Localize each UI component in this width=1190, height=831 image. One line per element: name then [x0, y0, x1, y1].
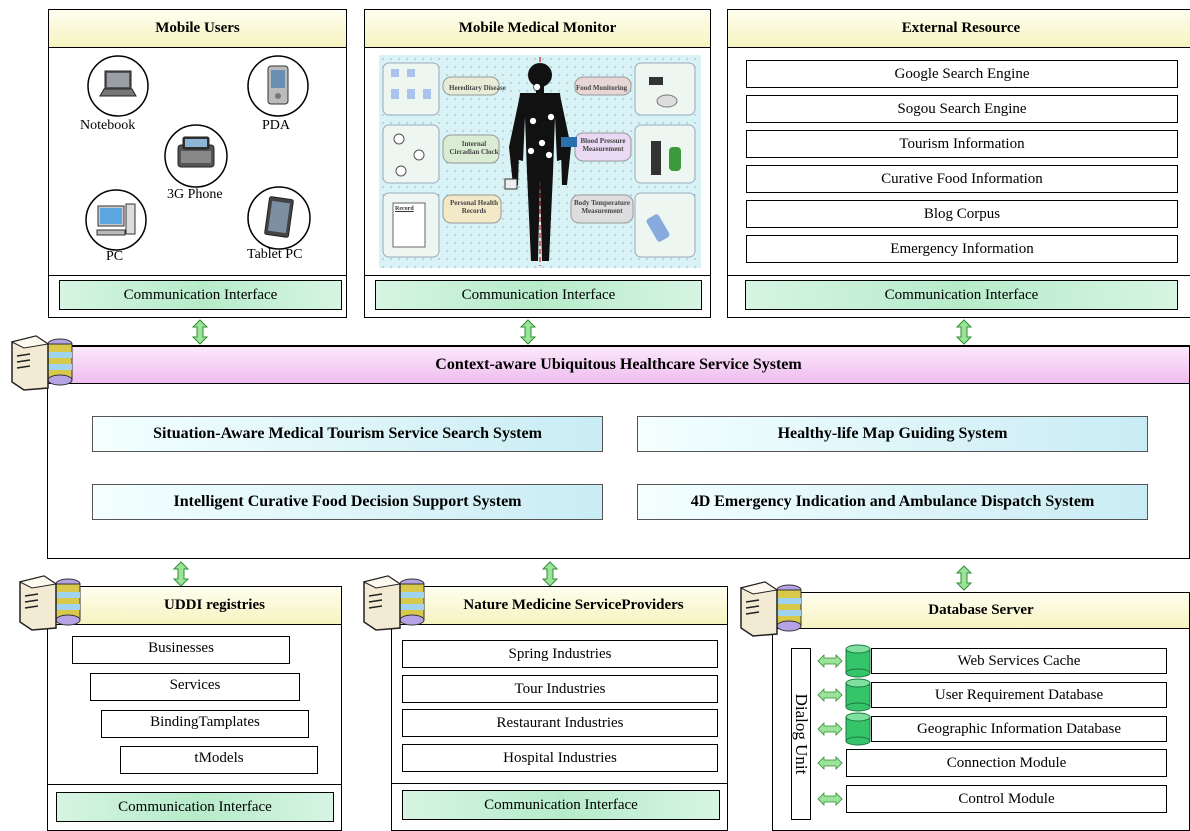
- double-arrow-icon: [817, 756, 843, 770]
- resource-item: Tourism Information: [746, 130, 1178, 158]
- external-resource-title: External Resource: [728, 10, 1190, 48]
- uddi-item: Businesses: [72, 636, 290, 664]
- double-arrow-icon: [817, 792, 843, 806]
- phone-3g-icon: [164, 124, 228, 188]
- provider-item: Restaurant Industries: [402, 709, 718, 737]
- uddi-item: Services: [90, 673, 300, 701]
- nature-medicine-panel: Nature Medicine ServiceProviders Spring …: [391, 586, 728, 831]
- double-arrow-icon: [817, 654, 843, 668]
- divider: [48, 784, 341, 785]
- monitor-label: Food Monitoring: [576, 84, 628, 92]
- resource-item: Curative Food Information: [746, 165, 1178, 193]
- double-arrow-icon: [541, 561, 559, 587]
- monitor-label: Personal Health Records: [449, 199, 499, 215]
- uddi-item: BindingTamplates: [101, 710, 309, 738]
- monitor-label: Hereditary Disease: [449, 84, 506, 92]
- resource-item: Emergency Information: [746, 235, 1178, 263]
- pc-icon: [85, 189, 147, 251]
- database-item: Geographic Information Database: [871, 716, 1167, 742]
- database-item: User Requirement Database: [871, 682, 1167, 708]
- monitor-label: Body Temperature Measurement: [573, 199, 631, 215]
- external-resource-panel: External Resource Google Search Engine S…: [727, 9, 1190, 318]
- provider-item: Hospital Industries: [402, 744, 718, 772]
- provider-item: Spring Industries: [402, 640, 718, 668]
- uddi-title: UDDI registries: [48, 587, 341, 625]
- double-arrow-icon: [172, 561, 190, 587]
- divider: [728, 275, 1190, 276]
- server-icon: [10, 335, 73, 391]
- communication-interface: Communication Interface: [745, 280, 1178, 310]
- database-cylinder-icon: [845, 644, 871, 678]
- system-box: 4D Emergency Indication and Ambulance Di…: [637, 484, 1148, 520]
- medical-monitor-title: Mobile Medical Monitor: [365, 10, 710, 48]
- monitor-label: Internal Circadian Clock: [449, 140, 499, 156]
- central-system-panel: Context-aware Ubiquitous Healthcare Serv…: [47, 345, 1190, 559]
- server-icon: [362, 575, 425, 631]
- database-item: Connection Module: [846, 749, 1167, 777]
- divider: [49, 275, 346, 276]
- double-arrow-icon: [955, 319, 973, 345]
- device-label: PC: [106, 249, 124, 264]
- communication-interface: Communication Interface: [402, 790, 720, 820]
- server-icon: [739, 581, 802, 637]
- tablet-pc-icon: [247, 186, 311, 250]
- resource-item: Sogou Search Engine: [746, 95, 1178, 123]
- double-arrow-icon: [817, 688, 843, 702]
- resource-item: Blog Corpus: [746, 200, 1178, 228]
- nature-medicine-title: Nature Medicine ServiceProviders: [392, 587, 727, 625]
- monitor-label: Record: [395, 206, 414, 212]
- device-label: Tablet PC: [247, 247, 303, 262]
- server-icon: [18, 575, 81, 631]
- dialog-unit: Dialog Unit: [791, 648, 811, 820]
- uddi-panel: UDDI registries Businesses Services Bind…: [47, 586, 342, 831]
- system-box: Situation-Aware Medical Tourism Service …: [92, 416, 603, 452]
- database-item: Control Module: [846, 785, 1167, 813]
- central-system-title: Context-aware Ubiquitous Healthcare Serv…: [48, 346, 1189, 384]
- database-server-title: Database Server: [773, 593, 1189, 629]
- database-item: Web Services Cache: [871, 648, 1167, 674]
- communication-interface: Communication Interface: [375, 280, 702, 310]
- uddi-item: tModels: [120, 746, 318, 774]
- double-arrow-icon: [817, 722, 843, 736]
- double-arrow-icon: [955, 565, 973, 591]
- provider-item: Tour Industries: [402, 675, 718, 703]
- device-label: Notebook: [80, 118, 136, 133]
- system-box: Intelligent Curative Food Decision Suppo…: [92, 484, 603, 520]
- device-label: PDA: [262, 118, 291, 133]
- system-box: Healthy-life Map Guiding System: [637, 416, 1148, 452]
- medical-monitor-illustration: [379, 55, 701, 268]
- medical-monitor-panel: Mobile Medical Monitor Communication Int…: [364, 9, 711, 318]
- pda-icon: [247, 55, 309, 117]
- monitor-label: Blood Pressure Measurement: [580, 137, 626, 153]
- database-cylinder-icon: [845, 712, 871, 746]
- double-arrow-icon: [519, 319, 537, 345]
- database-server-panel: Database Server Dialog Unit Web Services…: [772, 592, 1190, 831]
- communication-interface: Communication Interface: [56, 792, 334, 822]
- notebook-icon: [87, 55, 149, 117]
- database-cylinder-icon: [845, 678, 871, 712]
- dialog-unit-label: Dialog Unit: [792, 693, 811, 775]
- divider: [365, 275, 710, 276]
- device-label: 3G Phone: [167, 187, 223, 202]
- mobile-users-panel: Mobile Users Communication Interface Not…: [48, 9, 347, 318]
- communication-interface: Communication Interface: [59, 280, 342, 310]
- divider: [392, 783, 727, 784]
- double-arrow-icon: [191, 319, 209, 345]
- mobile-users-title: Mobile Users: [49, 10, 346, 48]
- resource-item: Google Search Engine: [746, 60, 1178, 88]
